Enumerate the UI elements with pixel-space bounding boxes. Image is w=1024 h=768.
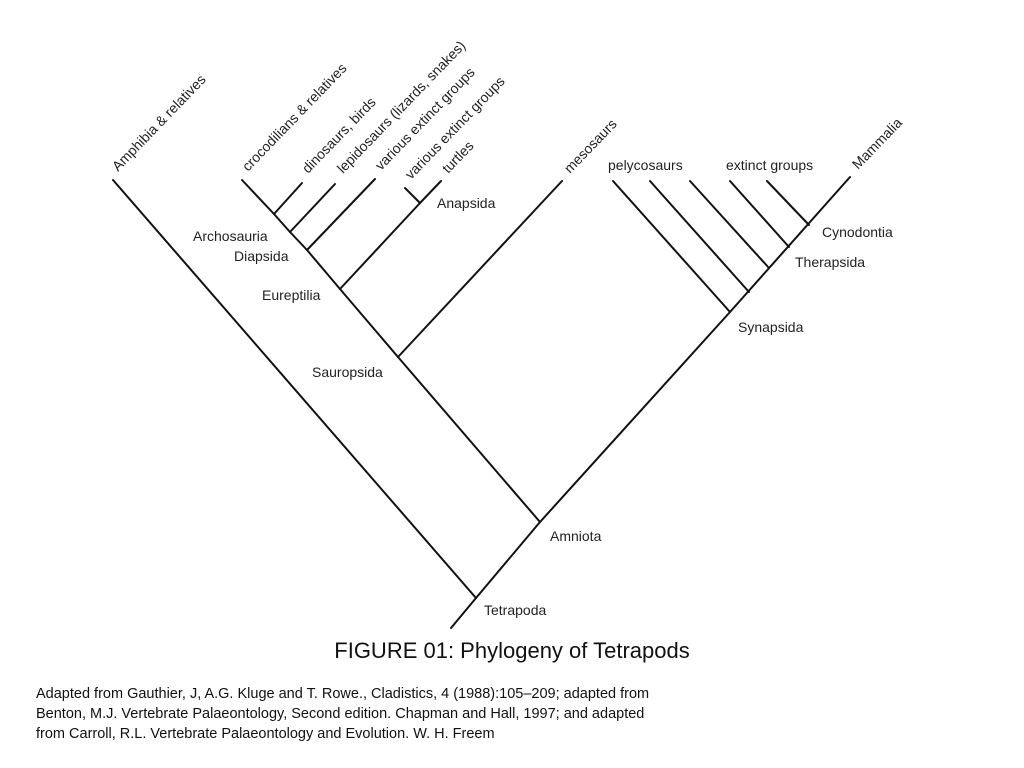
clade-label-archosauria: Archosauria — [193, 228, 268, 244]
branch-archosaur-node — [273, 213, 291, 233]
branch-turtles — [419, 180, 442, 204]
figure-title: FIGURE 01: Phylogeny of Tetrapods — [334, 638, 690, 663]
branch-synapsida-stem — [539, 311, 731, 523]
branch-crocodilians — [241, 179, 275, 215]
phylogeny-tree: Amphibia & relatives crocodilians & rela… — [109, 37, 906, 629]
branch-amniota — [475, 521, 541, 599]
branch-extinct-therapsid — [729, 180, 790, 248]
branch-dinosaurs — [273, 182, 303, 215]
branch-archosauria-stem — [289, 231, 308, 251]
clade-label-anapsida: Anapsida — [437, 195, 496, 211]
branch-eureptilia-stem — [339, 288, 399, 358]
branch-extinct-anapsid — [404, 187, 421, 204]
tip-label-pelycosaurs: pelycosaurs — [608, 157, 683, 173]
branch-extinct-cynodont — [766, 180, 810, 226]
tip-label-crocodilians: crocodilians & relatives — [239, 60, 350, 174]
branch-anapsida-stem — [339, 202, 421, 290]
clade-label-tetrapoda: Tetrapoda — [484, 602, 546, 618]
tip-label-mammalia: Mammalia — [849, 114, 906, 172]
branch-lepidosaurs — [289, 183, 336, 233]
branch-stem — [450, 597, 477, 629]
branch-pelycosaur-2 — [649, 180, 750, 293]
figure-credit: Adapted from Gauthier, J, A.G. Kluge and… — [36, 686, 650, 742]
clade-label-therapsida: Therapsida — [795, 254, 865, 270]
branch-extinct-diapsid — [306, 178, 376, 251]
branch-mesosaurs — [397, 180, 563, 358]
clade-label-cynodontia: Cynodontia — [822, 224, 893, 240]
branch-synapsida — [729, 176, 851, 313]
clade-label-amniota: Amniota — [550, 528, 602, 544]
clade-label-sauropsida: Sauropsida — [312, 364, 383, 380]
clade-label-eureptilia: Eureptilia — [262, 287, 321, 303]
tip-label-amphibia: Amphibia & relatives — [109, 71, 209, 174]
branch-pelycosaur-1 — [612, 180, 731, 313]
branch-pelycosaur-3 — [689, 180, 770, 269]
branch-sauropsida-stem — [397, 356, 541, 523]
clade-label-synapsida: Synapsida — [738, 319, 804, 335]
clade-label-diapsida: Diapsida — [234, 248, 289, 264]
branch-amphibia — [112, 179, 477, 599]
tip-label-extinct-groups: extinct groups — [726, 157, 813, 173]
branch-diapsida-stem — [306, 249, 341, 290]
